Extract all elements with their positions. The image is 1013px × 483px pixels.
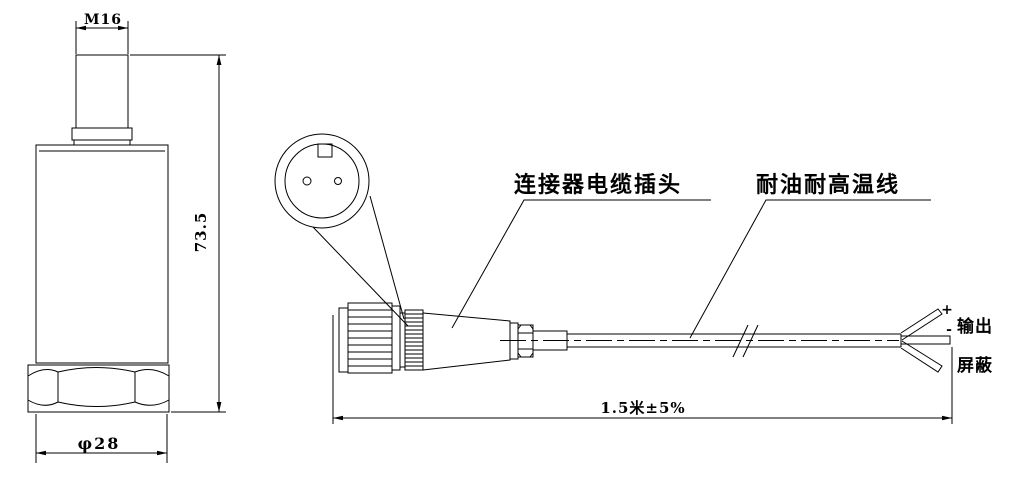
dim-thread: M16 (75, 12, 129, 54)
knurled-ring (404, 309, 424, 371)
dim-cable-length-text: 1.5米±5% (600, 399, 685, 417)
connector-face-view (274, 133, 409, 327)
callout-connector-plug: 连接器电缆插头 (451, 172, 711, 329)
connector-outer-ring (274, 133, 370, 229)
connector-pin-right (334, 177, 342, 185)
face-view-leader-line (312, 226, 409, 327)
plus-sign: + (941, 302, 953, 318)
leader-line (451, 199, 711, 329)
connector-taper-body (422, 312, 511, 371)
leader-line (689, 199, 931, 339)
sensor-body (35, 144, 169, 364)
wire-plus (900, 308, 943, 341)
connector-side-view (332, 302, 568, 374)
knurl-lines-shell (348, 309, 392, 367)
hex-nut (27, 364, 170, 413)
sensor-collar-upper (71, 127, 133, 141)
wire-ends: + - 输出 屏蔽 (900, 302, 993, 375)
arrowhead (942, 415, 952, 421)
knurl-lines-ring (405, 313, 423, 367)
face-view-leader-line (369, 195, 405, 320)
sensor-collar-lower (73, 139, 131, 146)
sensor-stem (75, 54, 129, 129)
dim-thread-text: M16 (84, 12, 122, 28)
shell-step (399, 312, 406, 368)
connector-back-cap (338, 307, 349, 373)
sensor-front-view (27, 54, 170, 413)
dim-cable-length: 1.5米±5% (332, 347, 953, 424)
dim-diameter: φ28 (35, 414, 168, 463)
arrowhead (157, 450, 167, 456)
connector-plug-label: 连接器电缆插头 (514, 172, 682, 197)
minus-sign: - (946, 322, 952, 338)
wire-minus (900, 335, 951, 345)
dim-height: 73.5 (130, 54, 226, 413)
arrowhead (216, 55, 222, 65)
connector-key-notch (317, 143, 333, 158)
dim-diameter-text: φ28 (78, 434, 121, 453)
arrowhead (216, 402, 222, 412)
arrowhead (333, 415, 343, 421)
connector-pin-left (302, 176, 312, 186)
callout-cable: 耐油耐高温线 (689, 172, 931, 339)
arrowhead (36, 450, 46, 456)
cable (500, 324, 902, 358)
shield-label: 屏蔽 (957, 355, 993, 375)
shell-end-ring (391, 305, 401, 371)
wire-shield (900, 340, 943, 373)
arrowhead (118, 25, 128, 31)
dim-height-text: 73.5 (192, 212, 210, 253)
arrowhead (76, 25, 86, 31)
cable-label: 耐油耐高温线 (756, 172, 900, 197)
output-label: 输出 (957, 316, 993, 336)
connector-inner-face (284, 143, 360, 219)
